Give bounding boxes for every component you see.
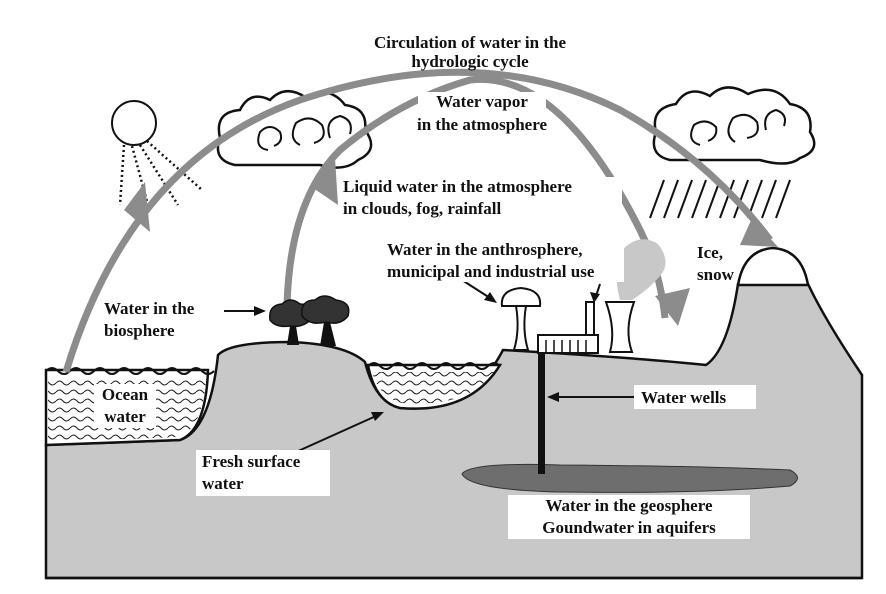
title-line-2: hydrologic cycle xyxy=(411,52,529,71)
trees-icon xyxy=(269,295,350,346)
fresh-surface-line-2: water xyxy=(202,474,244,493)
lake-surface xyxy=(367,362,501,370)
title-label: Circulation of water in the hydrologic c… xyxy=(374,33,566,71)
geosphere-line-2: Goundwater in aquifers xyxy=(542,518,716,537)
anthrosphere-line-2: municipal and industrial use xyxy=(387,262,595,281)
inner-circulation-arc xyxy=(283,75,669,319)
ice-snow-line-1: Ice, xyxy=(697,243,723,262)
water-vapor-line-2: in the atmosphere xyxy=(417,115,547,134)
cooling-tower-icon xyxy=(604,239,666,353)
fresh-water-pointer xyxy=(295,415,377,453)
cloud-icon-right xyxy=(652,86,816,165)
ocean-line-2: water xyxy=(104,407,146,426)
pointer-arrows xyxy=(224,279,634,453)
sun-icon xyxy=(111,100,203,206)
water-wells-text: Water wells xyxy=(641,388,727,407)
liquid-water-label: Liquid water in the atmosphere in clouds… xyxy=(340,177,622,221)
ocean-surface xyxy=(45,367,215,375)
arrowhead-anthrosphere-down xyxy=(655,288,690,326)
fresh-surface-line-1: Fresh surface xyxy=(202,452,301,471)
biosphere-line-2: biosphere xyxy=(104,321,175,340)
biosphere-label: Water in the biosphere xyxy=(104,299,195,340)
water-vapor-label: Water vapor in the atmosphere xyxy=(417,92,547,136)
ocean-label: Ocean water xyxy=(94,384,156,428)
arrowhead-ocean-up xyxy=(124,182,150,232)
water-wells-label: Water wells xyxy=(634,385,756,409)
title-line-1: Circulation of water in the xyxy=(374,33,566,52)
aquifer xyxy=(461,463,798,493)
water-well-shaft xyxy=(538,352,545,474)
anthrosphere-label: Water in the anthrosphere, municipal and… xyxy=(384,240,624,282)
biosphere-line-1: Water in the xyxy=(104,299,195,318)
anthrosphere-pointer xyxy=(461,279,491,299)
anthrosphere-line-1: Water in the anthrosphere, xyxy=(387,240,583,259)
factory-icon xyxy=(537,301,599,354)
ice-snow-line-2: snow xyxy=(697,265,735,284)
rain-lines xyxy=(649,179,791,219)
water-vapor-line-1: Water vapor xyxy=(436,92,528,111)
arrowheads xyxy=(124,158,778,326)
liquid-water-line-1: Liquid water in the atmosphere xyxy=(343,177,572,196)
geosphere-line-1: Water in the geosphere xyxy=(546,496,713,515)
ice-snow-label: Ice, snow xyxy=(697,243,735,284)
geosphere-label: Water in the geosphere Goundwater in aqu… xyxy=(508,495,750,539)
ocean-line-1: Ocean xyxy=(102,385,149,404)
arrowhead-snow-down xyxy=(740,218,778,247)
fresh-surface-label: Fresh surface water xyxy=(196,450,330,496)
arrowhead-biosphere-up xyxy=(313,158,338,205)
liquid-water-line-2: in clouds, fog, rainfall xyxy=(343,199,501,218)
lake-waves xyxy=(372,372,494,404)
snow-cap xyxy=(736,246,810,287)
water-tower-icon xyxy=(500,286,542,351)
